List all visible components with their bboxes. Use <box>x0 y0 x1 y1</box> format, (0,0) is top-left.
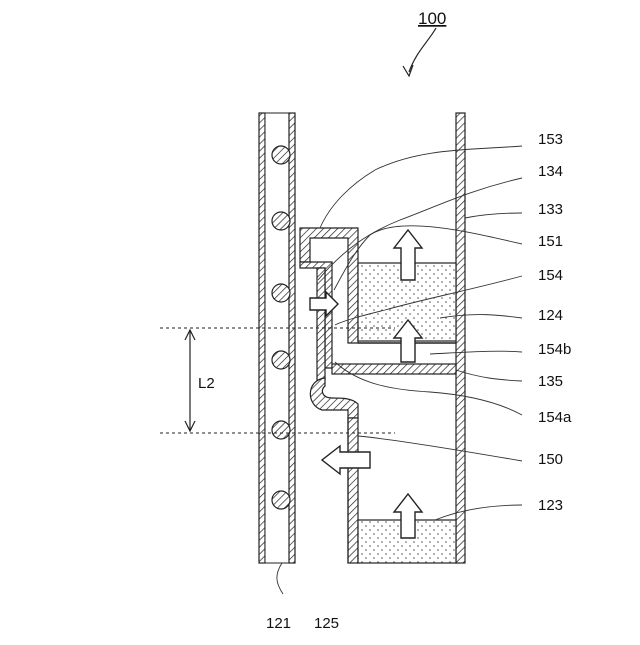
leader-133 <box>465 213 522 218</box>
label-151: 151 <box>538 233 563 250</box>
leader-121 <box>277 563 283 594</box>
ball <box>272 421 290 439</box>
leader-150 <box>358 436 522 461</box>
label-125: 125 <box>314 615 339 632</box>
ball <box>272 146 290 164</box>
left-arrow-lower <box>322 446 370 474</box>
leader-153 <box>320 146 522 228</box>
label-124: 124 <box>538 307 563 324</box>
label-134: 134 <box>538 163 563 180</box>
pipe-upper <box>317 268 325 380</box>
leader-135 <box>456 370 522 381</box>
shelf-plate <box>332 364 456 374</box>
pipe-lower <box>348 418 358 563</box>
left-inner-wall <box>289 113 295 563</box>
ball <box>272 284 290 302</box>
pipe-bend <box>310 378 358 418</box>
leader-123 <box>435 505 522 520</box>
ball <box>272 212 290 230</box>
label-153: 153 <box>538 131 563 148</box>
ball <box>272 351 290 369</box>
label-154a: 154a <box>538 409 572 426</box>
label-121: 121 <box>266 615 291 632</box>
ball <box>272 491 290 509</box>
figure-number: 100 <box>418 9 446 28</box>
label-154b: 154b <box>538 341 571 358</box>
label-123: 123 <box>538 497 563 514</box>
dimension-label: L2 <box>198 375 215 392</box>
right-wall <box>456 113 465 563</box>
left-outer-wall <box>259 113 265 563</box>
label-154: 154 <box>538 267 563 284</box>
label-135: 135 <box>538 373 563 390</box>
label-150: 150 <box>538 451 563 468</box>
leader-154b <box>430 351 522 354</box>
label-133: 133 <box>538 201 563 218</box>
